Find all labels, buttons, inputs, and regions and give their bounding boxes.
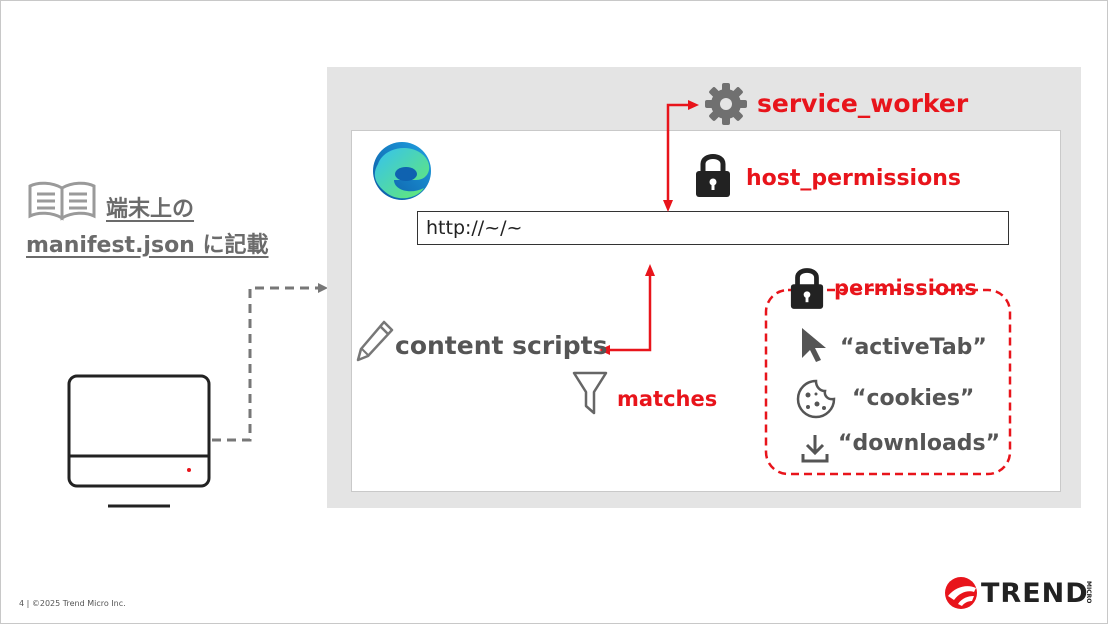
cursor-icon [802, 328, 826, 362]
gear-icon [705, 83, 747, 125]
monitor-icon [67, 283, 328, 508]
manifest-title-line2: manifest.json に記載 [26, 233, 269, 258]
browser-window [351, 130, 1061, 492]
brand-name: TREND [981, 578, 1089, 609]
cookie-icon [796, 379, 836, 419]
content-scripts-label: content scripts [395, 331, 608, 360]
funnel-icon [572, 371, 608, 415]
lock-icon [696, 154, 730, 197]
permission-item: “cookies” [852, 386, 975, 411]
book-icon [28, 181, 96, 221]
host-permissions-label: host_permissions [746, 166, 961, 191]
service-worker-label: service_worker [757, 89, 969, 118]
brand-micro: MICRO [1085, 581, 1092, 604]
download-icon [801, 435, 829, 463]
url-input[interactable]: http://~/~ [417, 211, 1009, 245]
permissions-dashed-box [764, 288, 1012, 476]
permission-item: “activeTab” [840, 335, 987, 360]
permissions-label: permissions [834, 276, 977, 300]
edge-logo-icon [373, 142, 431, 200]
lock-icon [790, 268, 824, 309]
pencil-icon [354, 318, 396, 364]
trend-logo-icon [945, 577, 977, 609]
footer-copyright: 4 | ©2025 Trend Micro Inc. [19, 599, 126, 608]
manifest-title-line1: 端末上の [106, 197, 195, 222]
permission-item: “downloads” [838, 431, 1001, 456]
matches-label: matches [617, 387, 718, 411]
